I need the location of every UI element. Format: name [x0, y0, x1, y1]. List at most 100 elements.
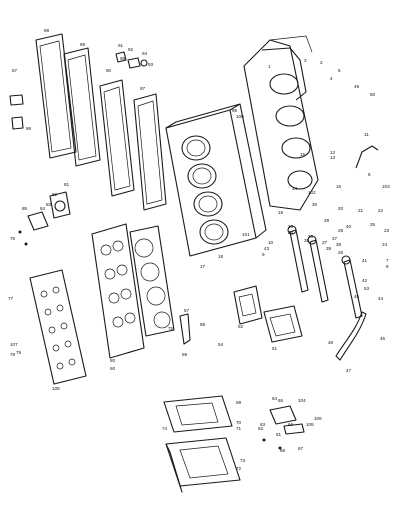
- part-label-68: 68: [280, 448, 286, 453]
- crankcase: [243, 35, 319, 211]
- part-label-21: 21: [358, 208, 364, 213]
- part-label-42: 42: [362, 278, 368, 283]
- part-label-20: 20: [338, 206, 344, 211]
- part-label-23: 23: [384, 228, 390, 233]
- part-label-64: 64: [272, 396, 278, 401]
- small-plate-87: [9, 94, 24, 130]
- part-label-26: 26: [338, 250, 344, 255]
- part-label-67: 67: [298, 446, 304, 451]
- part-label-51: 51: [272, 346, 278, 351]
- part-label-45: 45: [354, 294, 360, 299]
- part-label-19: 19: [278, 210, 284, 215]
- part-label-33: 33: [288, 224, 294, 229]
- part-label-107: 107: [10, 342, 18, 347]
- part-label-12: 12: [330, 150, 336, 155]
- part-label-27: 27: [322, 240, 328, 245]
- brackets-91-94: [115, 51, 148, 69]
- part-label-83: 83: [46, 202, 52, 207]
- part-label-16: 16: [336, 184, 342, 189]
- part-label-93: 93: [148, 62, 154, 67]
- part-label-101: 101: [242, 232, 250, 237]
- part-label-71: 71: [236, 426, 242, 431]
- part-label-5: 5: [338, 68, 341, 73]
- bracket-59: [179, 313, 191, 345]
- part-label-49: 49: [354, 84, 360, 89]
- part-label-17: 17: [200, 264, 206, 269]
- part-label-85: 85: [22, 206, 28, 211]
- part-label-65: 65: [278, 398, 284, 403]
- part-label-92: 92: [128, 47, 134, 52]
- exhaust-cover-108: [29, 269, 87, 385]
- part-label-70: 70: [236, 420, 242, 425]
- part-label-61: 61: [276, 432, 282, 437]
- part-label-82: 82: [52, 192, 58, 197]
- part-label-105: 105: [306, 422, 314, 427]
- part-label-24: 24: [382, 242, 388, 247]
- part-label-88: 88: [44, 28, 50, 33]
- part-label-98: 98: [120, 56, 126, 61]
- part-label-6: 6: [368, 172, 371, 177]
- part-label-73: 73: [240, 458, 246, 463]
- part-label-48: 48: [328, 340, 334, 345]
- part-label-15: 15: [300, 152, 306, 157]
- part-label-89: 89: [80, 42, 86, 47]
- small-parts-cluster: [262, 405, 305, 450]
- part-label-13: 13: [330, 155, 336, 160]
- part-label-81: 81: [64, 182, 70, 187]
- cover-89: [63, 47, 101, 167]
- connecting-rods: [287, 225, 363, 319]
- part-label-91: 91: [118, 43, 124, 48]
- part-label-66: 66: [288, 422, 294, 427]
- part-label-36: 36: [308, 234, 314, 239]
- part-label-2: 2: [320, 60, 323, 65]
- part-label-59: 59: [182, 352, 188, 357]
- adapter-plate-73: [165, 437, 241, 493]
- part-label-29: 29: [324, 218, 330, 223]
- part-label-47: 47: [346, 368, 352, 373]
- part-label-8: 8: [386, 264, 389, 269]
- cylinder-block: [165, 103, 267, 257]
- reed-block-51: [263, 305, 303, 343]
- part-label-18: 18: [218, 254, 224, 259]
- part-label-79: 79: [16, 350, 22, 355]
- cylinder-head-80: [91, 223, 145, 359]
- part-label-90: 90: [106, 68, 112, 73]
- part-label-86: 86: [26, 126, 32, 131]
- part-label-41: 41: [362, 258, 368, 263]
- part-label-37: 37: [332, 236, 338, 241]
- part-label-106: 106: [314, 416, 322, 421]
- part-label-4: 4: [330, 76, 333, 81]
- part-label-80: 80: [110, 358, 116, 363]
- part-label-57: 57: [184, 308, 190, 313]
- part-label-10: 10: [268, 240, 274, 245]
- part-label-3: 3: [304, 58, 307, 63]
- part-label-75: 75: [168, 326, 174, 331]
- thermostat-housing: [18, 191, 71, 246]
- part-label-94: 94: [142, 51, 148, 56]
- part-label-63: 63: [260, 422, 266, 427]
- tube-11: [355, 145, 379, 169]
- part-label-7: 7: [386, 258, 389, 263]
- part-label-76: 76: [10, 236, 16, 241]
- part-label-44: 44: [378, 296, 384, 301]
- part-label-84: 84: [40, 206, 46, 211]
- part-label-62: 62: [258, 426, 264, 431]
- part-label-9: 9: [262, 252, 265, 257]
- part-label-58: 58: [200, 322, 206, 327]
- adapter-gasket-69: [163, 395, 233, 433]
- part-label-102: 102: [308, 190, 316, 195]
- part-label-28: 28: [338, 228, 344, 233]
- part-label-78: 78: [10, 352, 16, 357]
- part-label-77: 77: [8, 296, 14, 301]
- reed-gasket-52: [233, 285, 263, 325]
- part-label-74: 74: [162, 426, 168, 431]
- part-label-1: 1: [268, 64, 271, 69]
- part-label-22: 22: [378, 208, 384, 213]
- part-label-14: 14: [292, 186, 298, 191]
- part-label-100: 100: [236, 114, 244, 119]
- part-label-40: 40: [346, 224, 352, 229]
- part-label-25: 25: [370, 222, 376, 227]
- part-label-99: 99: [232, 108, 238, 113]
- part-label-46: 46: [380, 336, 386, 341]
